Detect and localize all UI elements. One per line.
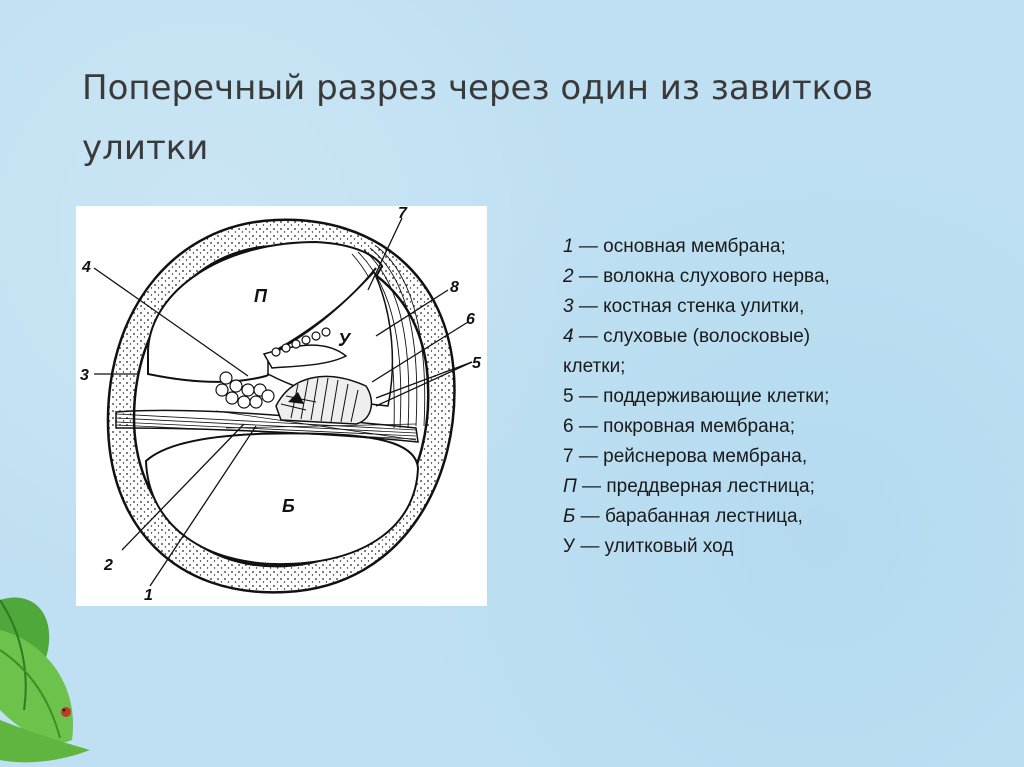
basilar-membrane — [115, 409, 419, 443]
label-cochlear-duct: У — [338, 330, 352, 350]
scala-tympani — [144, 432, 420, 566]
label-7: 7 — [398, 206, 408, 222]
callout-lines — [93, 217, 473, 587]
legend-item: 2 — волокна слухового нерва, — [563, 266, 830, 287]
leaf-decoration — [0, 597, 90, 763]
legend-item: клетки; — [563, 356, 626, 377]
label-8: 8 — [450, 279, 459, 296]
label-scala-vestibuli: П — [254, 286, 268, 306]
legend-item: П — преддверная лестница; — [563, 476, 815, 497]
label-5: 5 — [472, 355, 482, 372]
hair-cells — [215, 327, 331, 409]
legend-item: 5 — поддерживающие клетки; — [563, 386, 830, 407]
legend-item: 6 — покровная мембрана; — [563, 416, 795, 437]
label-6: 6 — [466, 311, 475, 328]
cochlea-diagram: 4 3 2 1 7 8 6 5 П У Б — [80, 206, 482, 604]
legend-item: 4 — слуховые (волосковые) — [563, 326, 811, 347]
label-4: 4 — [81, 259, 91, 276]
label-2: 2 — [103, 557, 113, 574]
legend-item: 3 — костная стенка улитки, — [563, 296, 805, 317]
cochlea-cross-section-figure: 4 3 2 1 7 8 6 5 П У Б — [76, 206, 487, 606]
organ-of-corti — [275, 375, 373, 425]
ladybug-icon — [61, 707, 71, 717]
nerve-fibers — [115, 410, 417, 441]
legend-item: 7 — рейснерова мембрана, — [563, 446, 808, 467]
label-1: 1 — [144, 587, 153, 604]
slide-title: Поперечный разрез через один из завитков… — [82, 68, 874, 168]
label-scala-tympani: Б — [282, 496, 295, 516]
legend-item: 1 — основная мембрана; — [563, 236, 786, 257]
legend-item: У — улитковый ход — [563, 536, 734, 557]
label-3: 3 — [80, 367, 89, 384]
legend-item: Б — барабанная лестница, — [563, 506, 803, 527]
legend-list: 1 — основная мембрана; 2 — волокна слухо… — [563, 232, 983, 562]
